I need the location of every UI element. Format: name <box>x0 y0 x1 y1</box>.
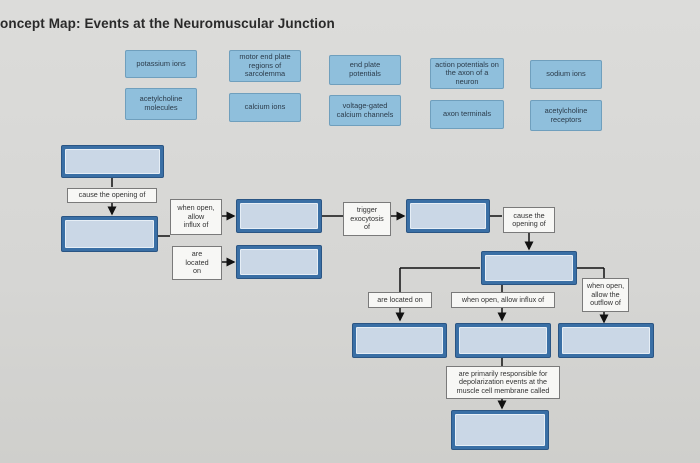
slot-depolarization-result[interactable] <box>451 410 549 450</box>
slot-exocytosis-target[interactable] <box>406 199 490 233</box>
slot-outflow-result[interactable] <box>558 323 654 358</box>
term-acetylcholine-molecules[interactable]: acetylcholine molecules <box>125 88 197 120</box>
term-motor-end-plate[interactable]: motor end plate regions of sarcolemma <box>229 50 301 82</box>
label-when-open-influx: when open, allow influx of <box>170 199 222 235</box>
page-title: oncept Map: Events at the Neuromuscular … <box>0 16 335 31</box>
label-are-located-on-branch: are located on <box>368 292 432 308</box>
slot-influx-result[interactable] <box>455 323 551 358</box>
label-when-open-influx-long: when open, allow influx of <box>451 292 555 308</box>
term-acetylcholine-receptors[interactable]: acetylcholine receptors <box>530 100 602 131</box>
slot-influx-target[interactable] <box>236 199 322 233</box>
term-sodium-ions[interactable]: sodium ions <box>530 60 602 89</box>
label-cause-opening: cause the opening of <box>67 188 157 203</box>
slot-opening-target[interactable] <box>481 251 577 285</box>
slot-located-on-target[interactable] <box>236 245 322 279</box>
label-when-open-outflow: when open, allow the outflow of <box>582 278 629 312</box>
label-cause-opening-right: cause the opening of <box>503 207 555 233</box>
label-primarily-responsible: are primarily responsible for depolariza… <box>446 366 560 399</box>
term-calcium-ions[interactable]: calcium ions <box>229 93 301 122</box>
term-action-potentials[interactable]: action potentials on the axon of a neuro… <box>430 58 504 89</box>
slot-top-left[interactable] <box>61 145 164 178</box>
slot-left-middle[interactable] <box>61 216 158 252</box>
term-axon-terminals[interactable]: axon terminals <box>430 100 504 129</box>
slot-located-on-result[interactable] <box>352 323 447 358</box>
term-voltage-gated-calcium-channels[interactable]: voltage-gated calcium channels <box>329 95 401 126</box>
label-are-located-on: are located on <box>172 246 222 280</box>
term-potassium-ions[interactable]: potassium ions <box>125 50 197 78</box>
term-end-plate-potentials[interactable]: end plate potentials <box>329 55 401 85</box>
label-trigger-exocytosis: trigger exocytosis of <box>343 202 391 236</box>
